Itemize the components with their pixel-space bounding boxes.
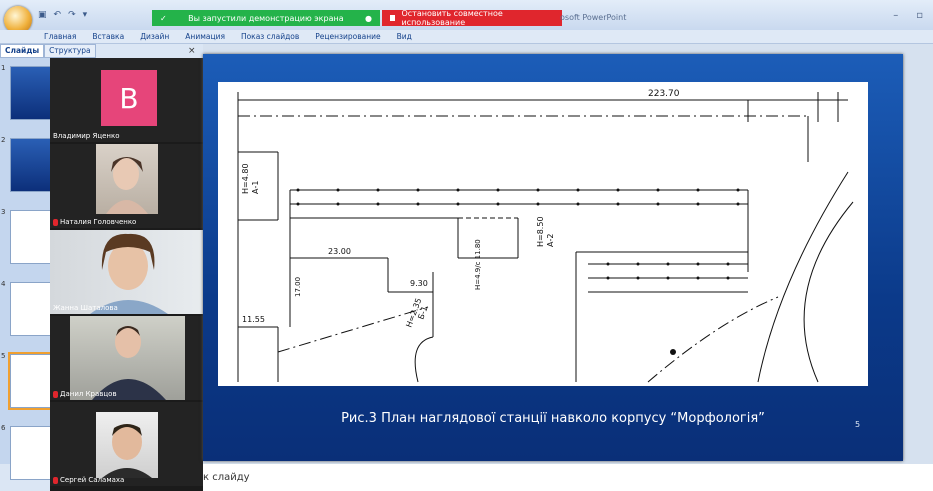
slide-thumbnail[interactable]: 4 [1, 280, 52, 336]
slide-thumbnail-number: 4 [1, 280, 6, 288]
video-participants-panel: B Владимир Яценко Наталия Головченко Жан… [50, 58, 203, 491]
plan-label-2300: 23.00 [328, 247, 351, 256]
participant-name-label: Сергей Саламаха [53, 476, 124, 484]
ribbon-tab-animation[interactable]: Анимация [185, 32, 225, 41]
mic-muted-icon [53, 390, 58, 398]
slide-thumbnail-image [10, 426, 52, 480]
slide-thumbnail[interactable]: 3 [1, 208, 52, 264]
participant-tile[interactable]: Данил Кравцов [50, 316, 203, 400]
participant-name: Данил Кравцов [60, 390, 117, 398]
participant-name-label: Владимир Яценко [53, 132, 119, 140]
ribbon-tabs: Главная Вставка Дизайн Анимация Показ сл… [0, 30, 933, 44]
participant-tile[interactable]: Жанна Шаталова [50, 230, 203, 314]
participant-video [70, 316, 185, 400]
participant-name: Сергей Саламаха [60, 476, 125, 484]
participant-name-label: Наталия Головченко [53, 218, 136, 226]
participant-tile[interactable]: B Владимир Яценко [50, 58, 203, 142]
current-slide[interactable]: 223.70 А-1 Н=4.80 А-2 Н=8.50 23.00 9.30 … [203, 54, 903, 461]
participant-video [96, 412, 158, 478]
person-silhouette-icon [90, 233, 168, 314]
avatar: B [101, 70, 157, 126]
tab-outline[interactable]: Структура [44, 44, 96, 58]
site-plan-svg: 223.70 А-1 Н=4.80 А-2 Н=8.50 23.00 9.30 … [237, 89, 854, 383]
plan-label-a1: А-1 [251, 181, 260, 194]
notes-placeholder: к слайду [203, 472, 250, 483]
plan-label-h4: Н=4.9/с 11.80 [474, 239, 482, 290]
shield-icon[interactable]: ● [365, 13, 372, 23]
slides-panel-tabs: Слайды Структура [0, 44, 200, 58]
share-indicator-icon: ✓ [160, 13, 167, 23]
slide-thumbnail-image [10, 138, 52, 192]
stop-share-button[interactable]: Остановить совместное использование [382, 9, 562, 27]
slide-thumbnail-number: 2 [1, 136, 6, 144]
office-button[interactable] [4, 6, 32, 34]
participant-name-label: Данил Кравцов [53, 390, 117, 398]
plan-label-1700: 17.00 [294, 277, 302, 297]
slide-thumbnail-number: 5 [1, 352, 6, 360]
person-silhouette-icon [106, 157, 148, 214]
title-bar: ▣ ↶ ↷ ▾ ✓ Вы запустили демонстрацию экра… [0, 0, 933, 34]
minimize-icon[interactable]: – [893, 10, 899, 21]
slide-thumbnail-number: 1 [1, 64, 6, 72]
participant-name: Жанна Шаталова [53, 304, 118, 312]
slide-thumbnail[interactable]: 6 [1, 424, 52, 480]
window-controls: – ▫ [893, 10, 923, 21]
app-title: osoft PowerPoint [560, 13, 627, 22]
slide-thumbnail-number: 6 [1, 424, 6, 432]
person-silhouette-icon [92, 326, 166, 400]
close-panel-icon[interactable]: × [188, 46, 196, 56]
plan-label-a2: А-2 [546, 234, 555, 247]
participant-name-label: Жанна Шаталова [53, 304, 118, 312]
plan-label-b1: Б-1 [416, 305, 429, 321]
stop-share-label: Остановить совместное использование [401, 9, 503, 27]
slide-thumbnail-image [10, 210, 52, 264]
mic-muted-icon [53, 476, 58, 484]
participant-tile[interactable]: Сергей Саламаха [50, 402, 203, 486]
slide-caption: Рис.3 План наглядової станції навколо ко… [341, 411, 765, 426]
mic-muted-icon [53, 218, 58, 226]
slide-thumbnail[interactable]: 1 [1, 64, 52, 120]
participant-tile[interactable]: Наталия Головченко [50, 144, 203, 228]
notes-pane[interactable]: к слайду [203, 464, 933, 491]
ribbon-tab-review[interactable]: Рецензирование [315, 32, 381, 41]
save-icon[interactable]: ▣ [38, 10, 47, 20]
slide-thumbnail[interactable]: 2 [1, 136, 52, 192]
participant-video [50, 230, 203, 314]
ribbon-tab-slideshow[interactable]: Показ слайдов [240, 32, 300, 41]
plan-label-930: 9.30 [410, 279, 428, 288]
slide-thumbnail-selected[interactable]: 5 [1, 352, 54, 410]
slide-number: 5 [855, 420, 861, 429]
slide-thumbnail-image [10, 282, 52, 336]
plan-label-h480: Н=4.80 [241, 163, 250, 194]
screen-share-status-bar: ✓ Вы запустили демонстрацию экрана ● [152, 10, 380, 26]
participant-name: Владимир Яценко [53, 132, 120, 140]
participant-name: Наталия Головченко [60, 218, 137, 226]
plan-label-h850: Н=8.50 [536, 216, 545, 247]
restore-icon[interactable]: ▫ [916, 10, 923, 21]
quick-access-toolbar: ▣ ↶ ↷ ▾ [38, 10, 87, 20]
ribbon-tab-insert[interactable]: Вставка [92, 32, 125, 41]
plan-label-top-dim: 223.70 [648, 89, 680, 99]
plan-label-1155: 11.55 [242, 315, 265, 324]
ribbon-tab-home[interactable]: Главная [44, 32, 77, 41]
screen-share-status-text: Вы запустили демонстрацию экрана [188, 13, 344, 23]
tab-slides[interactable]: Слайды [0, 44, 45, 58]
stop-icon [390, 15, 396, 21]
ribbon-tab-view[interactable]: Вид [396, 32, 412, 41]
slide-thumbnail-image [8, 352, 54, 410]
qat-dropdown-icon[interactable]: ▾ [82, 10, 88, 20]
undo-icon[interactable]: ↶ [53, 10, 62, 20]
slide-thumbnail-image [10, 66, 52, 120]
slide-editor-area: 223.70 А-1 Н=4.80 А-2 Н=8.50 23.00 9.30 … [203, 44, 933, 464]
slides-panel: Слайды Структура 1 2 3 4 5 6 [0, 44, 96, 480]
ribbon-tab-design[interactable]: Дизайн [140, 32, 170, 41]
slide-thumbnail-number: 3 [1, 208, 6, 216]
site-plan-drawing: 223.70 А-1 Н=4.80 А-2 Н=8.50 23.00 9.30 … [218, 82, 868, 386]
redo-icon[interactable]: ↷ [68, 10, 76, 20]
person-silhouette-icon [102, 424, 152, 478]
participant-video [96, 144, 158, 214]
